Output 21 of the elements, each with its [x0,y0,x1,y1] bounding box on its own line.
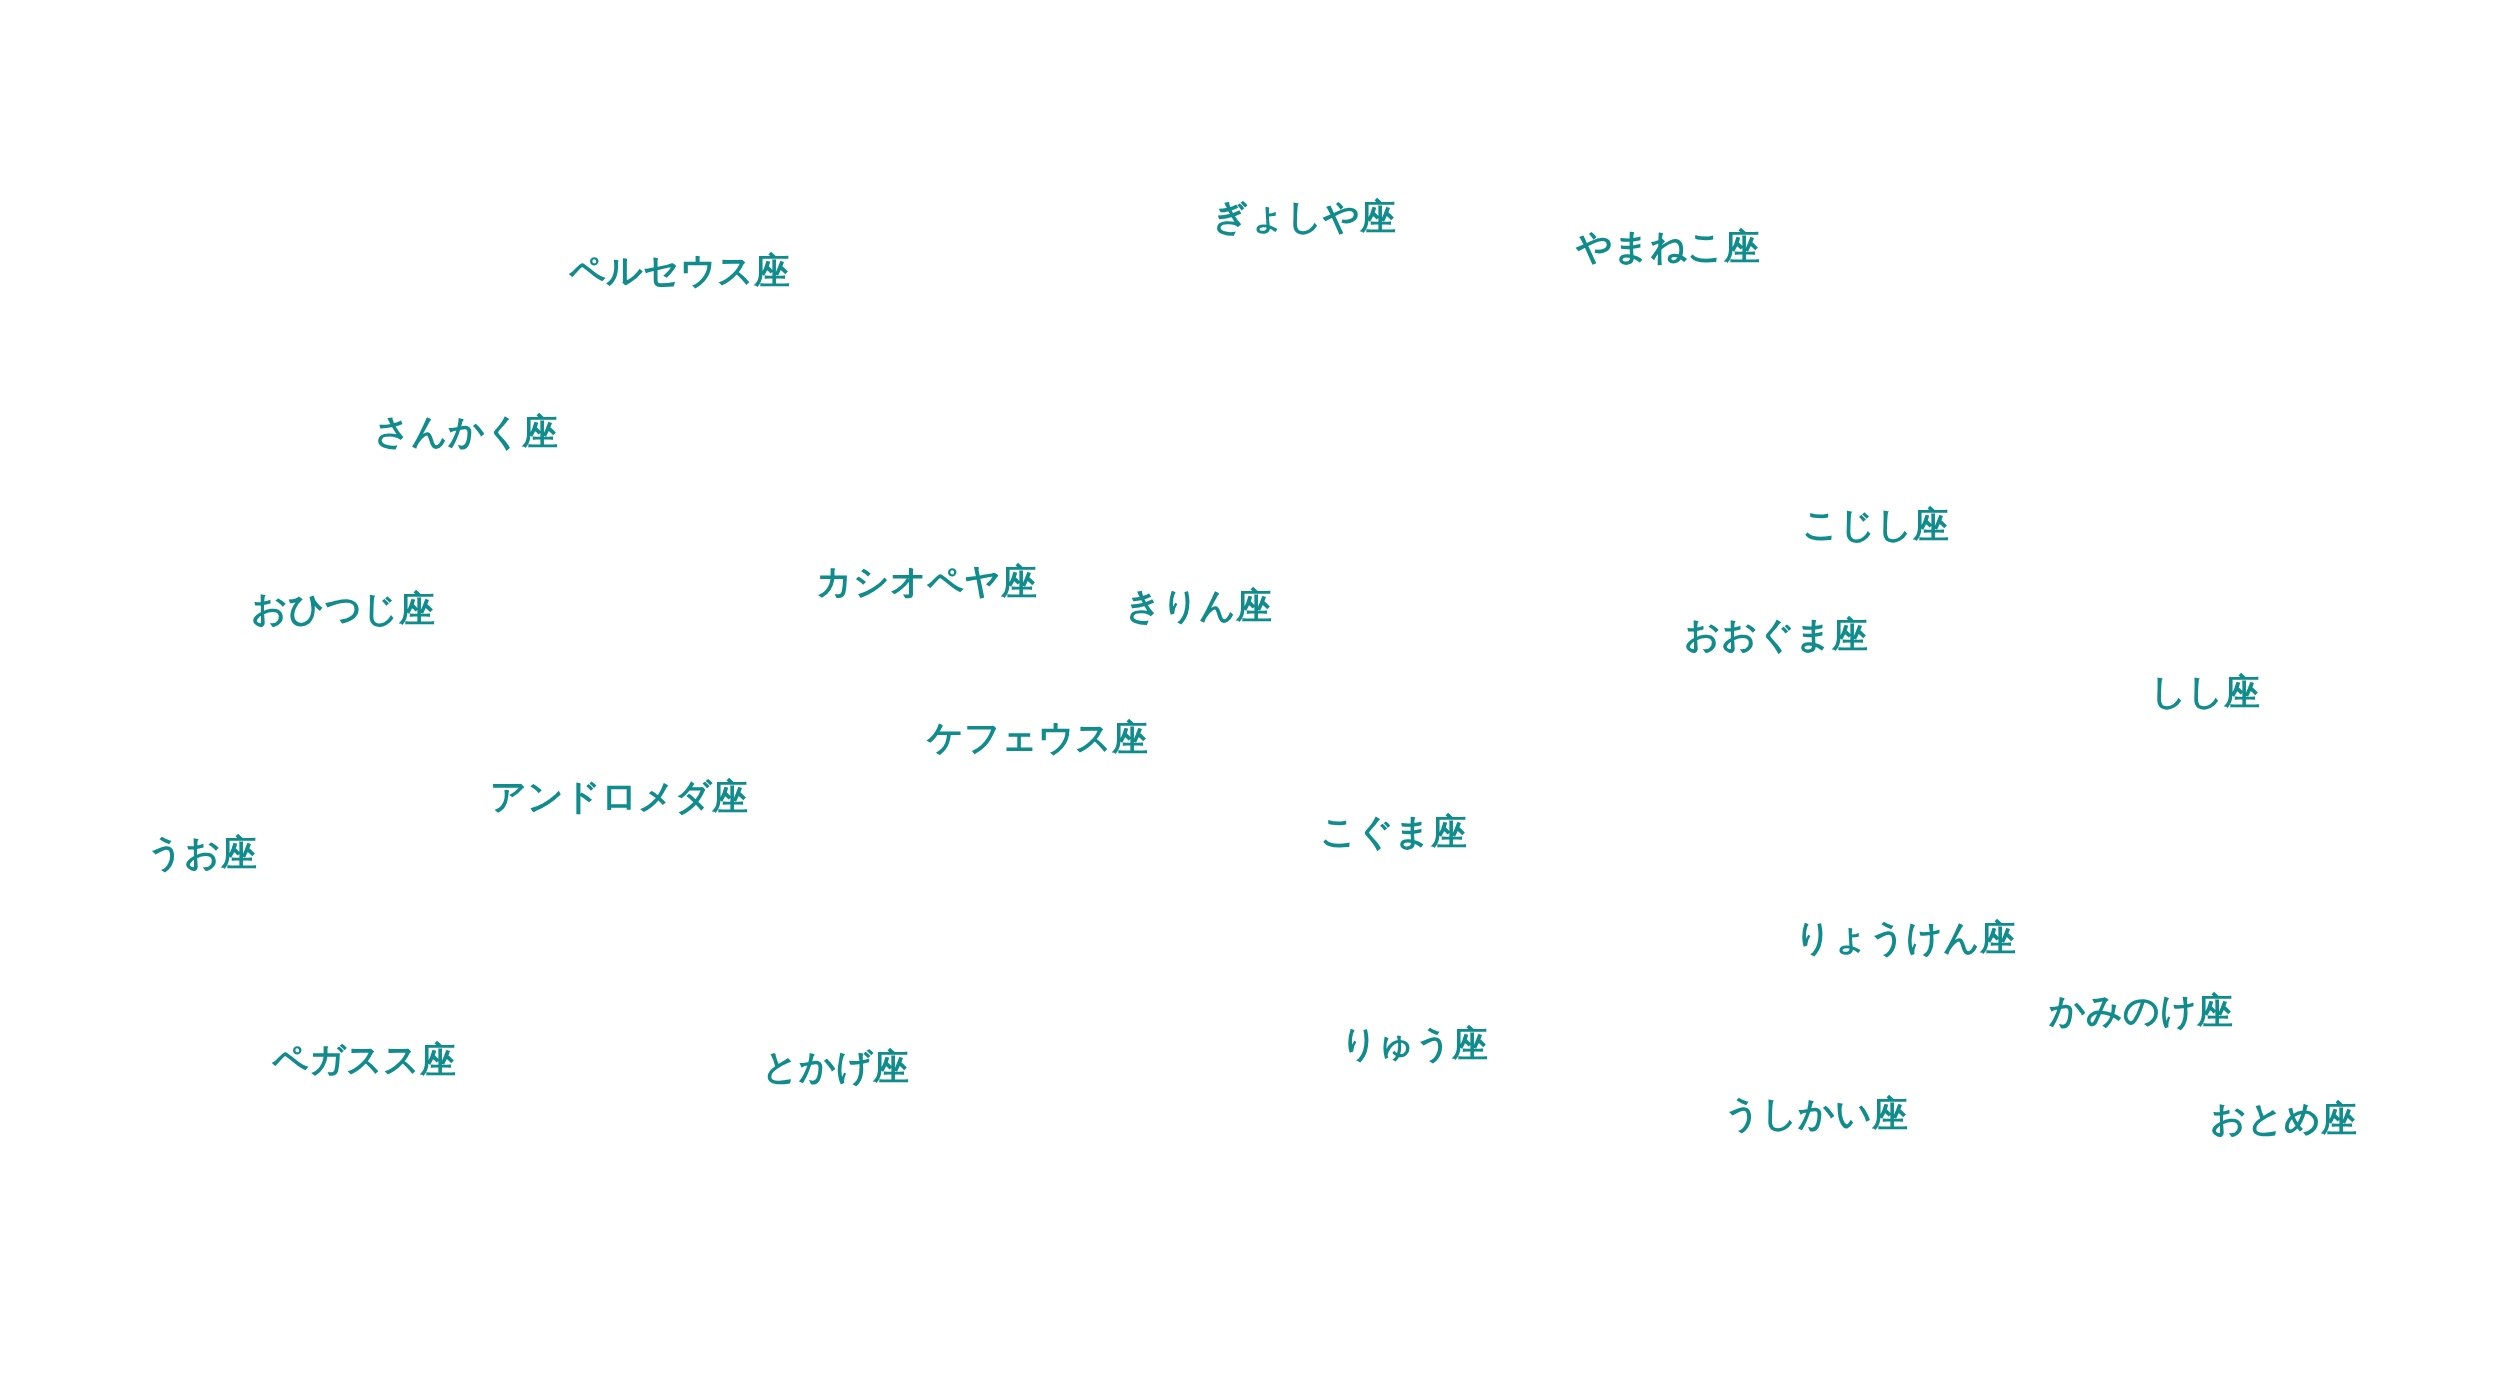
constellation-name: ケフェウス座 [927,718,1149,758]
constellation-name: カシオペヤ座 [815,562,1037,602]
constellation-name: こぐま座 [1320,812,1467,853]
constellation-name: さんかく座 [373,412,558,452]
constellation-name: おおぐま座 [1684,614,1869,655]
constellation-name: かみのけ座 [2049,991,2234,1031]
constellation-name: りゅう座 [1340,1024,1488,1065]
constellation-name: ペルセウス座 [568,251,790,291]
constellation-name: やまねこ座 [1575,227,1760,267]
constellation-name: うしかい座 [1724,1094,1908,1135]
constellation-name: おとめ座 [2209,1099,2357,1140]
constellation-name: きりん座 [1125,586,1273,626]
constellation-name: おひつじ座 [250,589,435,629]
constellation-name: しし座 [2150,672,2261,712]
constellation-name: ぎょしや座 [1212,197,1397,237]
constellation-name: うお座 [147,833,258,873]
constellation-name: アンドロメダ座 [489,777,748,817]
constellation-name: こじし座 [1801,504,1949,545]
constellation-name: ペガスス座 [271,1040,456,1081]
constellation-name: りょうけん座 [1794,917,2016,958]
constellation-name: とかげ座 [761,1046,909,1087]
